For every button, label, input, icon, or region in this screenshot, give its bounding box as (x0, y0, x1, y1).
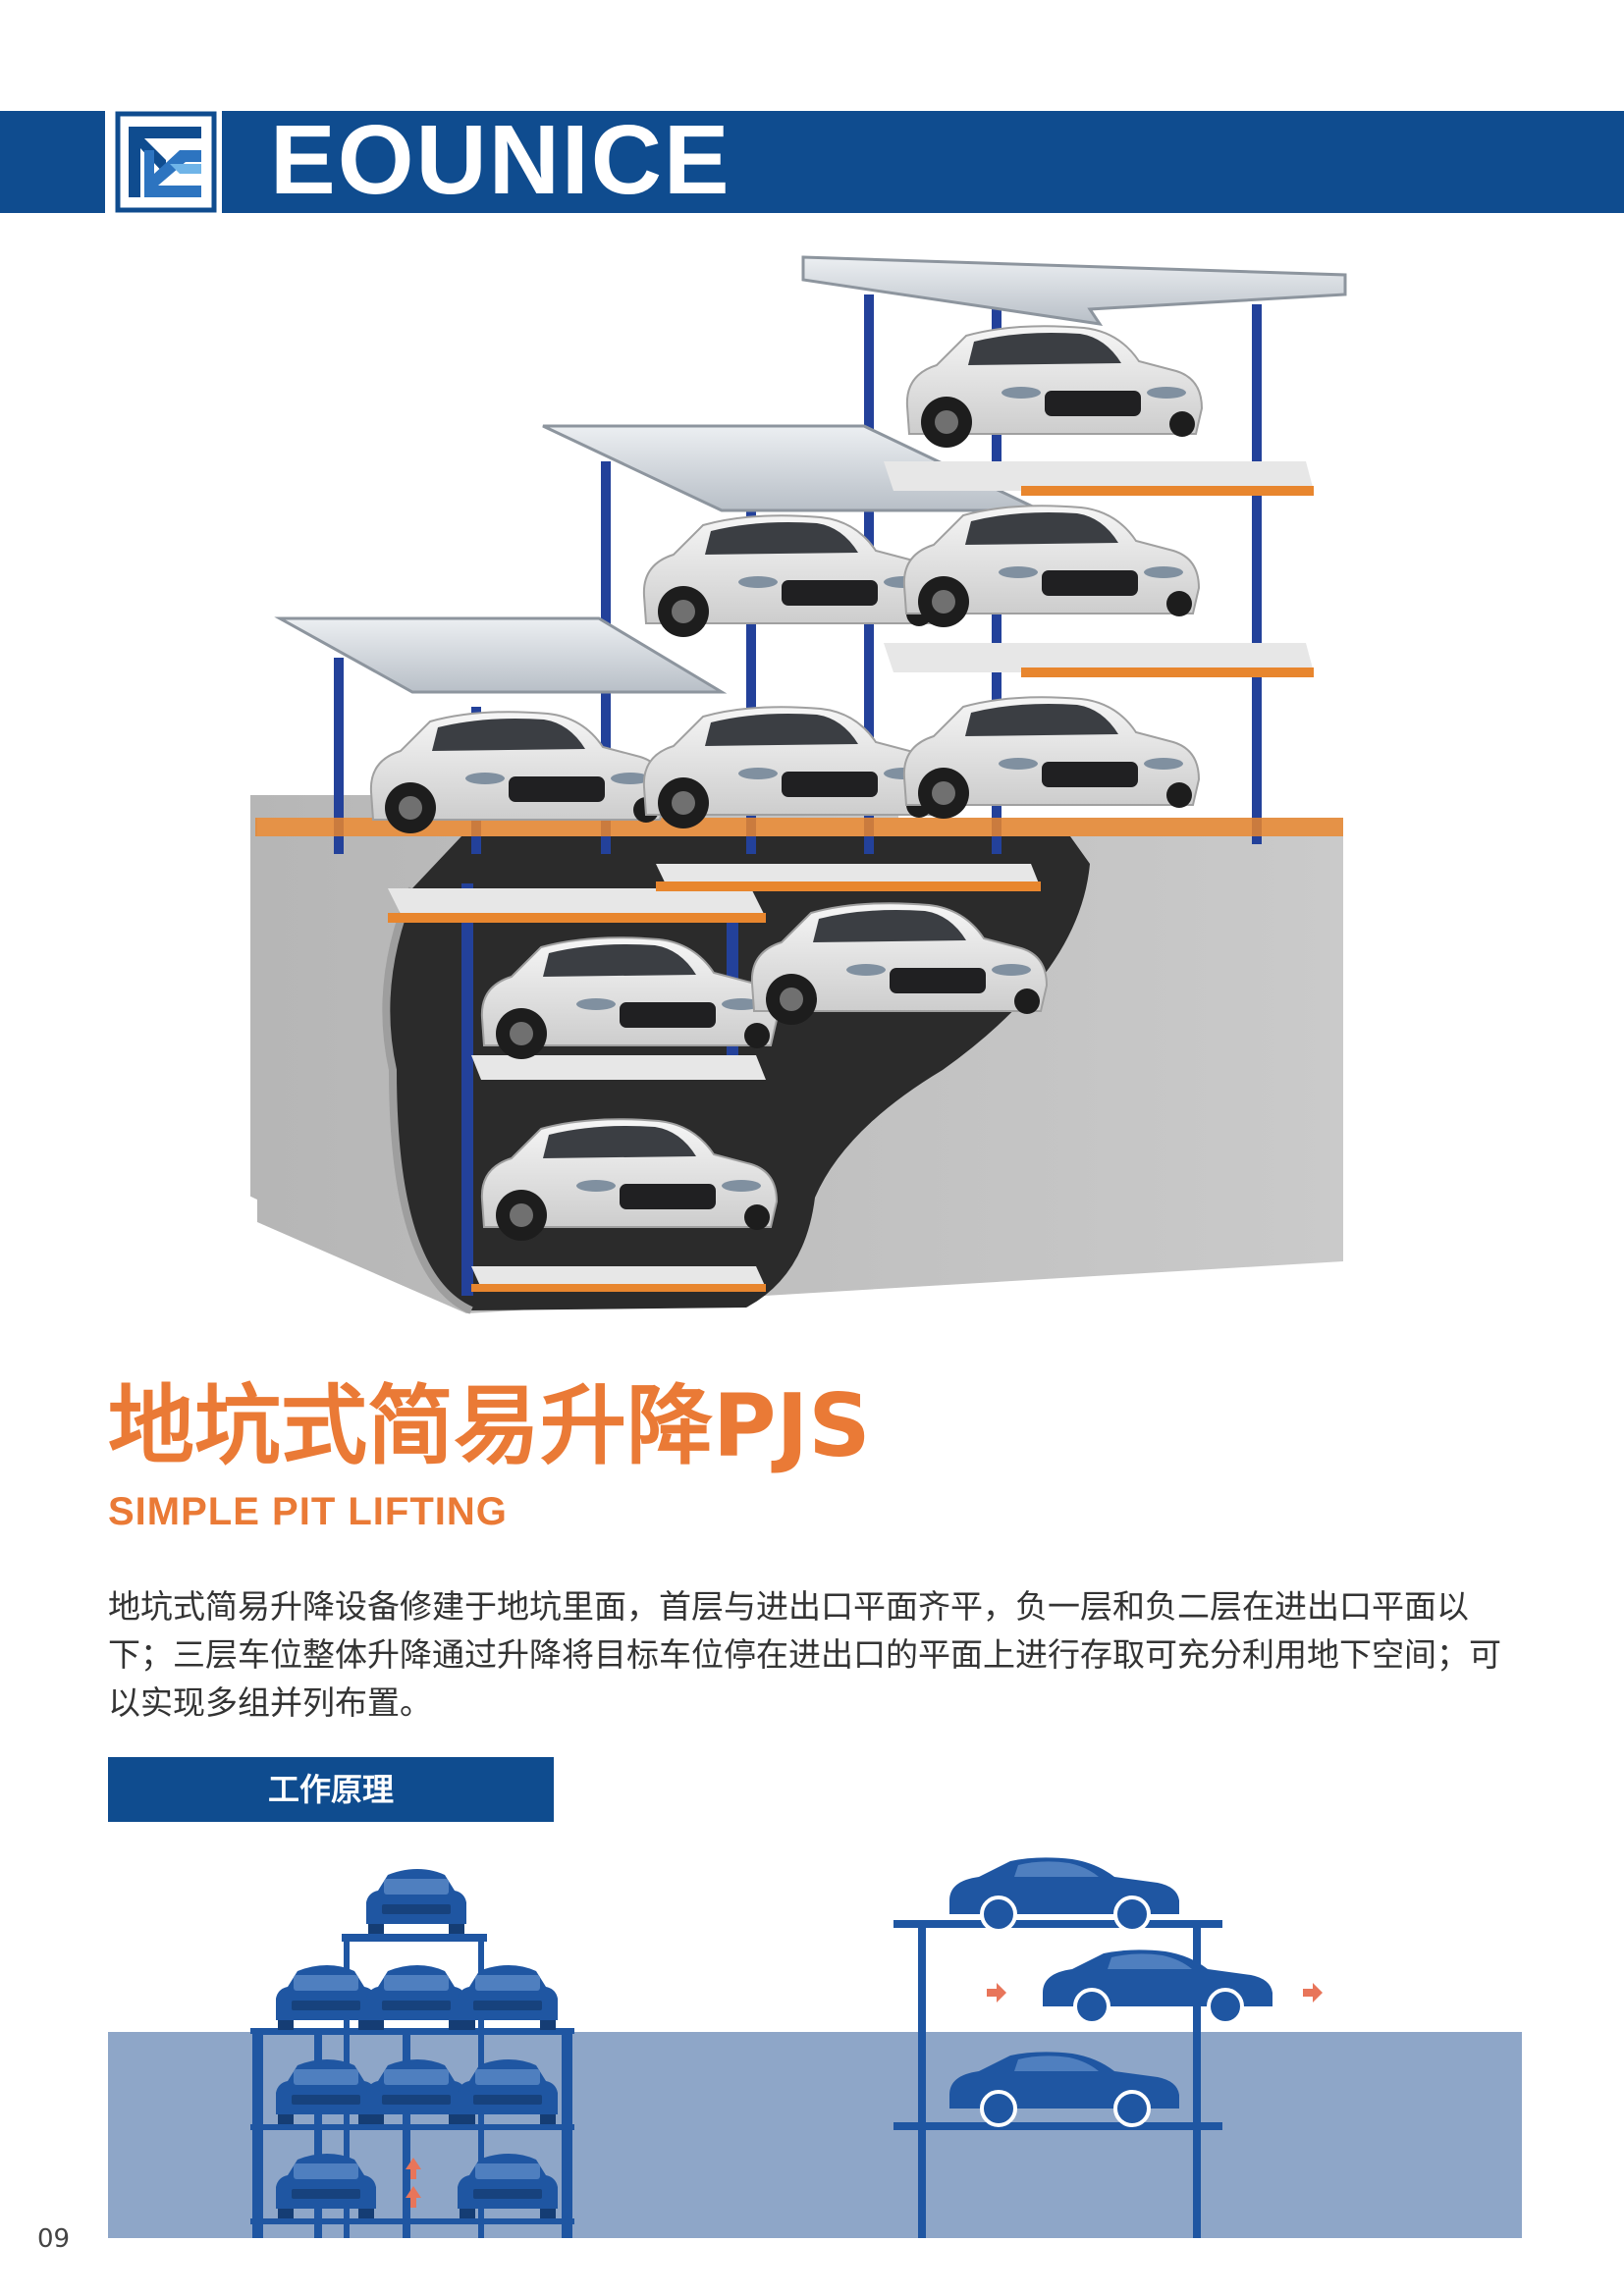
working-principle-diagram (108, 1855, 1522, 2238)
page-number: 09 (37, 2224, 71, 2254)
hero-render (255, 255, 1347, 1314)
product-title-en: SIMPLE PIT LIFTING (108, 1490, 508, 1533)
eounice-logo-icon (115, 111, 217, 213)
product-title-cn: 地坑式简易升降PJS (108, 1375, 871, 1476)
section-label-working-principle: 工作原理 (108, 1757, 554, 1822)
brand-name: EOUNICE (270, 105, 731, 215)
header-bar (0, 111, 1624, 213)
product-description: 地坑式简易升降设备修建于地坑里面，首层与进出口平面齐平，负一层和负二层在进出口平… (108, 1587, 1501, 1722)
